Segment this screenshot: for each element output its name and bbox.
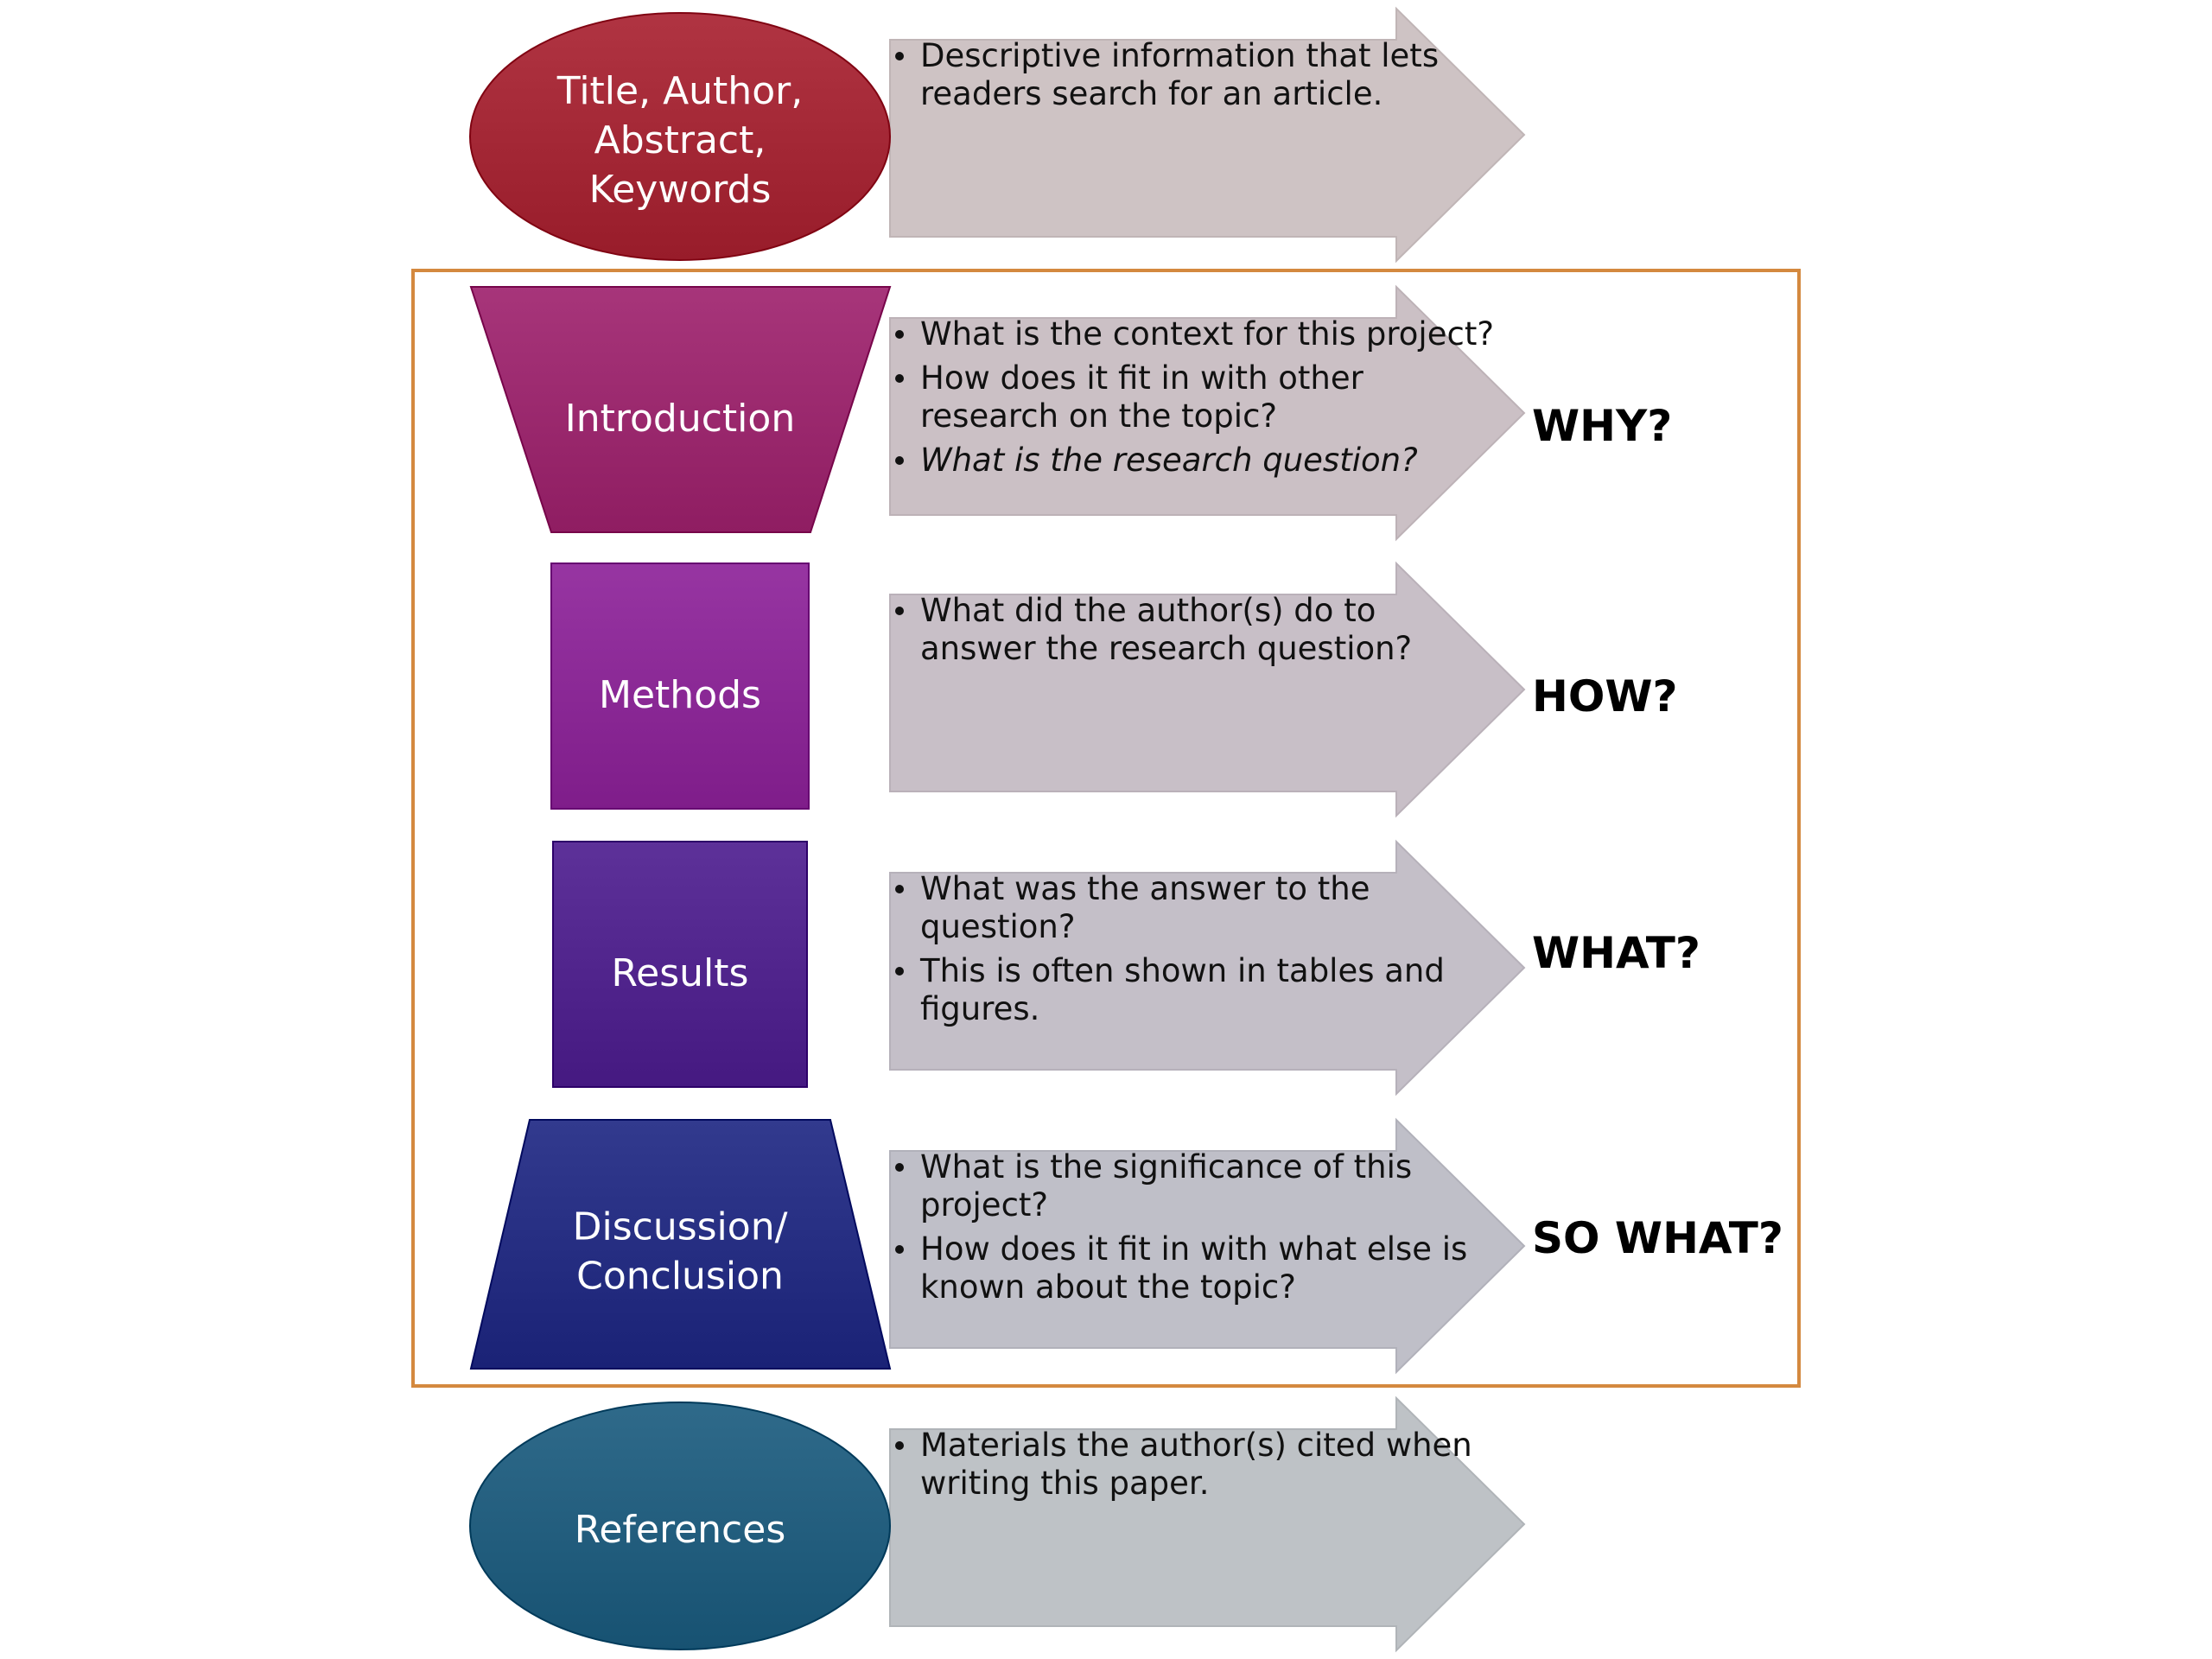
shape-references bbox=[469, 1402, 891, 1650]
body-sections-frame bbox=[411, 269, 1801, 1388]
question-discussion: SO WHAT? bbox=[1532, 1213, 1783, 1263]
bullet-text-discussion: How does it fit in with what else is bbox=[920, 1230, 1467, 1268]
bullet-dot bbox=[895, 52, 904, 60]
bullet-dot bbox=[895, 607, 904, 615]
arrow-methods bbox=[889, 561, 1526, 818]
label-results-line: Results bbox=[612, 951, 749, 995]
question-results: WHAT? bbox=[1532, 928, 1700, 978]
bullet-text-introduction: What is the research question? bbox=[920, 442, 1418, 479]
bullet-text-methods: answer the research question? bbox=[920, 630, 1412, 667]
bullet-text-discussion: known about the topic? bbox=[920, 1268, 1296, 1306]
bullet-text-results: question? bbox=[920, 908, 1076, 945]
bullet-text-metadata: Descriptive information that lets bbox=[920, 37, 1439, 74]
bullet-text-results: figures. bbox=[920, 990, 1039, 1027]
shape-results bbox=[552, 841, 808, 1088]
bullet-dot bbox=[895, 330, 904, 339]
section-references: References Materials the author(s) cited … bbox=[469, 1395, 1526, 1653]
arrow-results bbox=[889, 839, 1526, 1096]
section-results: Results What was the answer to thequestio… bbox=[552, 839, 1700, 1096]
bullet-text-discussion: project? bbox=[920, 1186, 1048, 1224]
label-metadata-line: Abstract, bbox=[594, 118, 766, 162]
arrow-discussion bbox=[889, 1117, 1526, 1375]
bullet-dot bbox=[895, 967, 904, 976]
shape-introduction bbox=[469, 286, 892, 533]
section-introduction: Introduction What is the context for this… bbox=[469, 284, 1672, 542]
bullet-dot bbox=[895, 1163, 904, 1172]
bullet-text-references: writing this paper. bbox=[920, 1465, 1210, 1502]
section-metadata: Title, Author, Abstract, Keywords Descripti… bbox=[469, 6, 1526, 264]
bullet-text-results: What was the answer to the bbox=[920, 870, 1370, 907]
bullet-text-introduction: What is the context for this project? bbox=[920, 315, 1494, 353]
label-metadata-line: Keywords bbox=[589, 168, 772, 212]
label-discussion-line: Discussion/ bbox=[573, 1205, 788, 1249]
bullet-dot bbox=[895, 1441, 904, 1450]
bullet-text-discussion: What is the significance of this bbox=[920, 1148, 1412, 1185]
bullet-dot bbox=[895, 456, 904, 465]
bullet-dot bbox=[895, 374, 904, 383]
bullet-text-results: This is often shown in tables and bbox=[919, 952, 1445, 989]
bullet-text-methods: What did the author(s) do to bbox=[920, 592, 1376, 629]
section-methods: Methods What did the author(s) do toanswe… bbox=[550, 561, 1678, 818]
section-discussion: Discussion/Conclusion What is the signifi… bbox=[469, 1117, 1783, 1375]
label-discussion-line: Conclusion bbox=[576, 1255, 784, 1299]
bullet-dot bbox=[895, 885, 904, 893]
bullet-dot bbox=[895, 1245, 904, 1254]
label-introduction-line: Introduction bbox=[565, 397, 795, 441]
label-references-line: References bbox=[575, 1508, 786, 1552]
shape-metadata bbox=[469, 12, 891, 261]
label-metadata-line: Title, Author, bbox=[556, 69, 803, 113]
question-introduction: WHY? bbox=[1532, 401, 1672, 451]
label-methods-line: Methods bbox=[599, 673, 761, 717]
arrow-introduction bbox=[889, 284, 1526, 542]
shape-methods bbox=[550, 563, 810, 810]
arrow-references bbox=[889, 1395, 1526, 1653]
bullet-text-introduction: research on the topic? bbox=[920, 397, 1277, 435]
question-methods: HOW? bbox=[1532, 671, 1678, 721]
arrow-metadata bbox=[889, 6, 1526, 264]
shape-discussion bbox=[469, 1119, 892, 1370]
bullet-text-metadata: readers search for an article. bbox=[920, 75, 1382, 112]
bullet-text-introduction: How does it fit in with other bbox=[920, 359, 1364, 397]
bullet-text-references: Materials the author(s) cited when bbox=[920, 1427, 1472, 1464]
